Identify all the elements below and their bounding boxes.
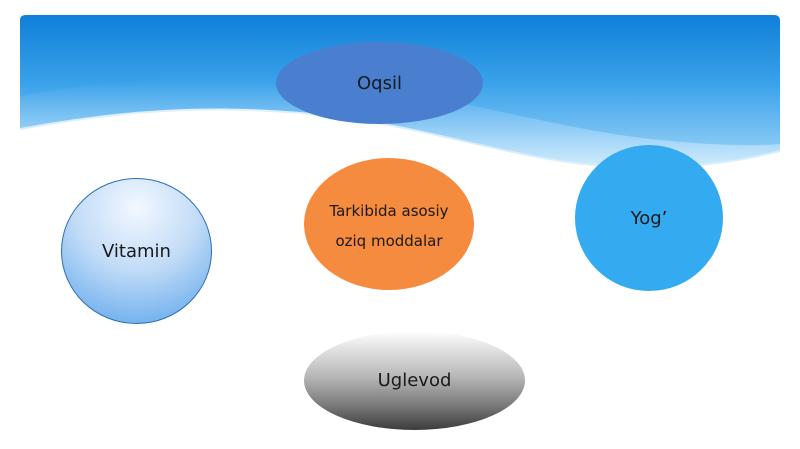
node-uglevod: Uglevod <box>304 331 525 430</box>
node-center-line2: oziq moddalar <box>335 232 443 250</box>
node-oqsil-label: Oqsil <box>357 72 402 94</box>
node-oqsil: Oqsil <box>276 42 483 124</box>
node-uglevod-label: Uglevod <box>377 370 452 391</box>
node-center: Tarkibida asosiy oziq moddalar <box>304 158 474 290</box>
node-vitamin: Vitamin <box>61 178 212 324</box>
node-center-line1: Tarkibida asosiy <box>329 202 449 220</box>
node-yog-label: Yog’ <box>630 207 668 229</box>
node-vitamin-label: Vitamin <box>102 240 171 262</box>
node-center-text: Tarkibida asosiy oziq moddalar <box>329 196 448 256</box>
node-yog: Yog’ <box>575 145 723 291</box>
